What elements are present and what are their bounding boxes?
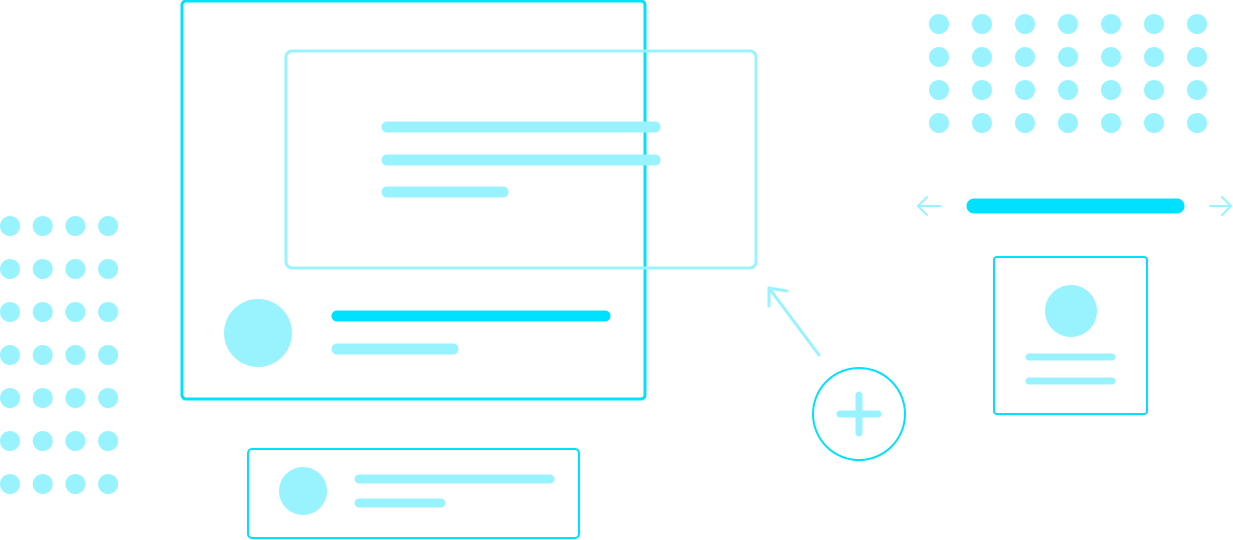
arrow-pointer-icon [767, 286, 821, 357]
left-grid-dot [0, 431, 20, 451]
top-right-grid-dot [929, 14, 949, 34]
bottom-card-avatar [279, 467, 327, 515]
add-button[interactable] [812, 367, 906, 461]
next-button[interactable] [1209, 196, 1232, 216]
floating-card [284, 49, 758, 270]
left-grid-dot [0, 259, 20, 279]
left-grid-dot [65, 259, 86, 279]
left-grid-dot [0, 216, 20, 236]
top-right-grid-dot [1187, 47, 1207, 67]
top-right-grid-dot [1015, 47, 1035, 67]
top-right-grid-dot [1187, 113, 1207, 133]
top-right-grid-dot [1101, 113, 1121, 133]
left-grid-dot [32, 302, 53, 322]
top-right-grid-dot [972, 113, 992, 133]
top-right-grid-dot [1101, 80, 1121, 100]
left-grid-dot [98, 431, 119, 451]
bottom-list-card [247, 448, 580, 539]
top-right-grid-dot [1144, 113, 1164, 133]
dot-grid-top-right [929, 14, 1207, 133]
top-right-grid-dot [929, 47, 949, 67]
top-right-grid-dot [1144, 47, 1164, 67]
top-right-grid-dot [1187, 80, 1207, 100]
plus-icon [836, 391, 882, 437]
left-grid-dot [98, 345, 119, 365]
top-right-grid-dot [972, 47, 992, 67]
top-right-grid-dot [1058, 14, 1078, 34]
left-grid-dot [65, 388, 86, 408]
profile-card-frame [993, 256, 1148, 415]
left-grid-dot [65, 474, 86, 494]
profile-card [993, 256, 1148, 415]
left-grid-dot [65, 345, 86, 365]
arrow-left-icon [917, 196, 941, 216]
top-right-grid-dot [1101, 47, 1121, 67]
top-right-grid-dot [1101, 14, 1121, 34]
left-grid-dot [32, 431, 53, 451]
top-right-grid-dot [929, 113, 949, 133]
top-right-grid-dot [1015, 113, 1035, 133]
left-grid-dot [65, 431, 86, 451]
top-right-grid-dot [1144, 14, 1164, 34]
left-grid-dot [65, 302, 86, 322]
top-right-grid-dot [929, 80, 949, 100]
left-grid-dot [0, 302, 20, 322]
left-grid-dot [32, 474, 53, 494]
top-right-grid-dot [972, 14, 992, 34]
left-grid-dot [98, 302, 119, 322]
top-right-grid-dot [1187, 14, 1207, 34]
carousel-controls [917, 196, 1232, 216]
left-grid-dot [65, 216, 86, 236]
previous-button[interactable] [917, 196, 941, 216]
floating-card-frame [284, 49, 758, 270]
top-right-grid-dot [1144, 80, 1164, 100]
left-grid-dot [98, 474, 119, 494]
left-grid-dot [98, 216, 119, 236]
profile-card-avatar [1045, 285, 1097, 337]
arrow-right-icon [1209, 196, 1232, 216]
left-grid-dot [0, 345, 20, 365]
top-right-grid-dot [1058, 47, 1078, 67]
dot-grid-left [0, 216, 119, 494]
left-grid-dot [98, 388, 119, 408]
left-grid-dot [0, 388, 20, 408]
left-grid-dot [98, 259, 119, 279]
left-grid-dot [0, 474, 20, 494]
left-grid-dot [32, 345, 53, 365]
left-grid-dot [32, 388, 53, 408]
top-right-grid-dot [1015, 80, 1035, 100]
main-card [180, 0, 647, 401]
bottom-card-frame [247, 448, 580, 539]
left-grid-dot [32, 216, 53, 236]
top-right-grid-dot [1058, 80, 1078, 100]
main-card-frame [180, 0, 647, 401]
top-right-grid-dot [1058, 113, 1078, 133]
main-card-avatar [224, 299, 292, 367]
top-right-grid-dot [972, 80, 992, 100]
left-grid-dot [32, 259, 53, 279]
top-right-grid-dot [1015, 14, 1035, 34]
